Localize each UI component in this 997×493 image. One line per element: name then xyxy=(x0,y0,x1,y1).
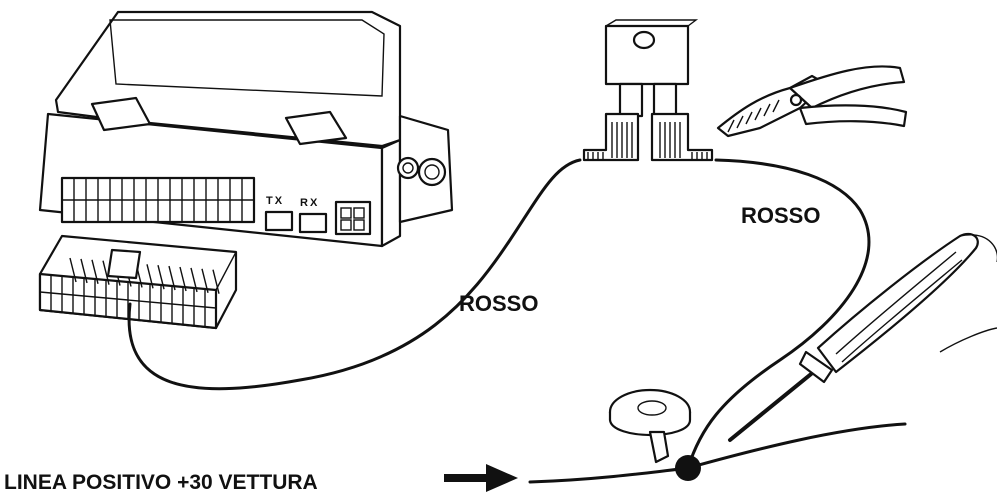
splice-point-icon xyxy=(675,455,701,481)
vehicle-positive-line xyxy=(528,422,907,484)
wiring-harness-connector-icon xyxy=(38,234,238,330)
connector-top-pin xyxy=(168,265,176,291)
connector-top-pin xyxy=(190,267,198,293)
arrow-right-icon xyxy=(444,464,518,492)
connector-top-pin xyxy=(157,265,165,290)
vehicle-line-label: LINEA POSITIVO +30 VETTURA xyxy=(4,471,318,493)
wire-right-label: ROSSO xyxy=(741,203,820,228)
connector-top-pin xyxy=(201,268,209,293)
crimp-tooth xyxy=(754,107,762,121)
connector-top-pin xyxy=(69,257,77,283)
crimping-pliers-icon xyxy=(716,65,908,138)
connector-pins-front xyxy=(39,276,217,326)
wire-left-label: ROSSO xyxy=(459,291,538,316)
connector-top-pin xyxy=(146,264,154,289)
connector-front-row xyxy=(39,291,217,309)
crimp-tooth xyxy=(727,119,735,133)
connector-top-pin xyxy=(212,269,220,294)
blade-fuse-holder-icon xyxy=(582,19,714,162)
rx-label: RX xyxy=(300,197,319,209)
connector-top-pin xyxy=(80,258,88,284)
crimp-tooth xyxy=(763,103,771,117)
crimp-tooth xyxy=(772,99,780,113)
tx-label: TX xyxy=(266,195,284,207)
test-probe-icon xyxy=(728,232,997,442)
wire-module-to-fuse xyxy=(127,158,582,391)
control-unit-icon: TX RX xyxy=(38,10,454,248)
crimp-tooth xyxy=(736,115,744,129)
connector-top-pin xyxy=(179,266,187,292)
insulating-tape-icon xyxy=(608,388,692,464)
crimp-tooth xyxy=(745,111,753,125)
connector-top-pin xyxy=(91,259,99,284)
fuse-holder-ribs xyxy=(587,122,708,160)
wire-fuse-to-junction xyxy=(686,158,871,470)
crimp-jaw-teeth xyxy=(727,99,780,133)
module-socket-pins xyxy=(62,178,254,222)
connector-top-pin xyxy=(102,260,110,285)
